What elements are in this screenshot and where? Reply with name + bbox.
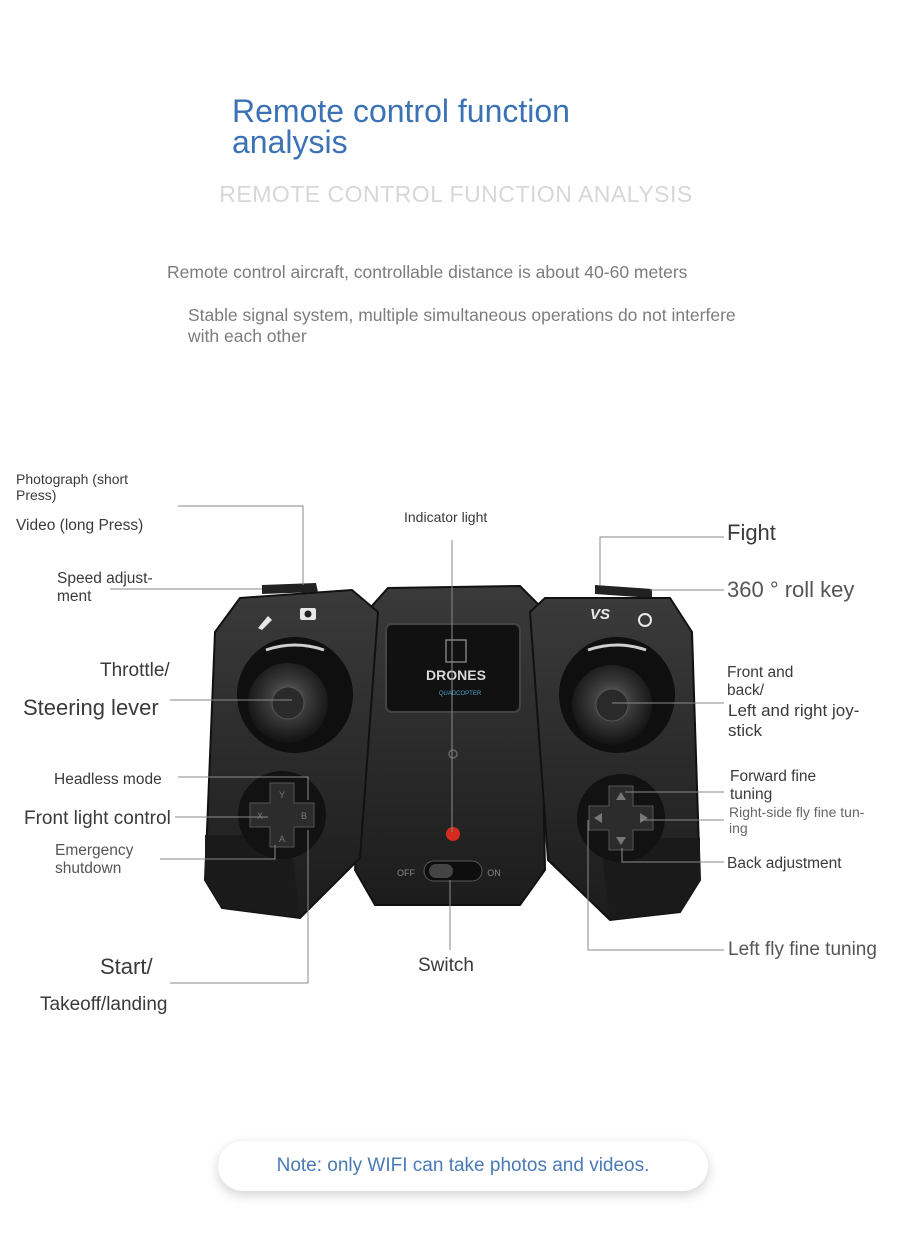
label-left-right: Left and right joy- stick [728,701,860,740]
power-switch-knob[interactable] [429,864,453,878]
note-text: Note: only WIFI can take photos and vide… [276,1155,650,1176]
label-forward: Forward fine tuning [730,768,817,803]
note-box: Note: only WIFI can take photos and vide… [218,1141,708,1191]
label-speed: Speed adjust- ment [57,570,153,605]
label-front-light: Front light control [24,808,171,829]
rocket-icon[interactable] [258,616,272,630]
svg-text:B: B [301,811,307,821]
description-distance: Remote control aircraft, controllable di… [167,262,688,282]
label-steering: Steering lever [23,695,159,720]
right-dpad[interactable] [577,774,665,862]
controller-center-body: DRONES QUADCOPTER OFF ON [353,584,547,906]
page-title: Remote control function analysis [232,93,570,160]
label-roll: 360 ° roll key [727,577,855,602]
controller-left-grip: Y A X B [203,583,380,920]
drone-logo-icon [445,639,467,663]
svg-text:Y: Y [279,790,285,800]
label-fight: Fight [727,520,776,545]
title-line-1: Remote control function [232,93,570,129]
label-front-back: Front and back/ [727,664,794,699]
roll-icon[interactable] [638,613,652,627]
quadcopter-logo-text: QUADCOPTER [439,691,482,697]
label-indicator: Indicator light [404,509,488,525]
label-switch: Switch [418,955,474,976]
svg-text:A: A [279,834,285,844]
left-joystick-arc [265,643,325,652]
label-start: Start/ [100,954,153,979]
page-subtitle: REMOTE CONTROL FUNCTION ANALYSIS [219,181,693,207]
camera-icon[interactable] [300,608,316,620]
label-photograph: Photograph (short Press) [16,471,129,503]
label-emergency: Emergency shutdown [55,842,134,877]
description-signal: Stable signal system, multiple simultane… [188,305,736,346]
label-throttle: Throttle/ [100,660,170,681]
power-led-icon [446,827,460,841]
controller-right-grip: VS [528,585,702,922]
right-shoulder-button[interactable] [595,585,652,598]
switch-off-label: OFF [397,868,415,878]
label-video: Video (long Press) [16,517,144,534]
drones-logo-text: DRONES [426,667,486,683]
leader-lines [110,505,724,984]
label-back-adjustment: Back adjustment [727,855,842,872]
right-joystick-arc [587,643,647,652]
label-takeoff: Takeoff/landing [40,994,168,1015]
label-right-side: Right-side fly fine tun- ing [729,804,865,836]
indicator-light-icon [448,749,458,759]
left-shoulder-button[interactable] [262,583,318,594]
model-label: VS [590,606,610,623]
title-line-2: analysis [232,124,348,160]
label-left-fly: Left fly fine tuning [728,939,877,960]
svg-text:X: X [257,811,263,821]
switch-on-label: ON [487,868,501,878]
left-dpad[interactable]: Y A X B [238,771,326,859]
label-headless: Headless mode [54,771,162,788]
